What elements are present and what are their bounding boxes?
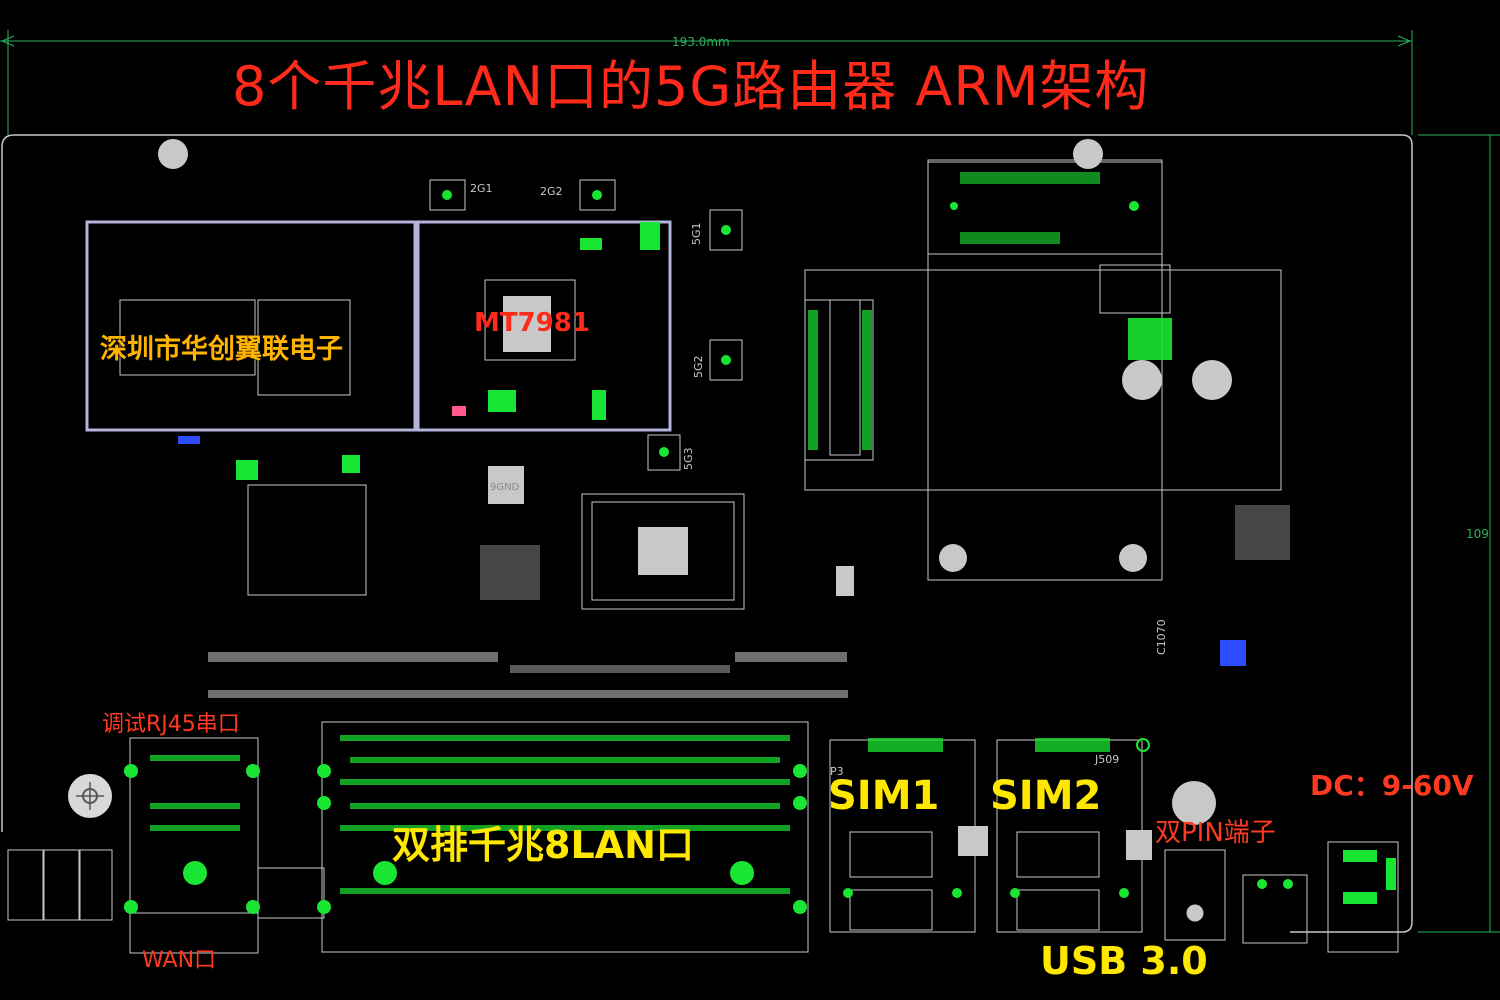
rj45-lan-block [321,721,809,953]
sim2-label: SIM2 [990,773,1102,819]
dc-label: DC：9-60V [1310,769,1474,802]
width-dimension: 193.0mm [672,35,730,49]
chip-die [638,527,688,575]
silk-p3: P3 [830,765,844,778]
dc-jack [1327,841,1399,953]
soc-die [503,296,551,352]
height-dimension: 109 [1466,527,1489,541]
silk-2g2: 2G2 [540,185,563,198]
sim1-label: SIM1 [828,773,940,819]
chip-outlines [119,279,745,610]
two-pin-label: 双PIN端子 [1155,818,1276,848]
silk-c1070: C1070 [1155,619,1168,655]
dimension-lines [0,30,1500,933]
silk-5g2: 5G2 [692,355,705,378]
screw-mount [68,774,112,818]
m2-connector-left [808,310,818,450]
shield-cans [85,220,672,432]
fpc-connector-pins [960,172,1172,360]
company-label: 深圳市华创翼联电子 [100,334,343,365]
inductor-label: 9GND [490,482,520,493]
lan-pin-rows [150,735,790,894]
silk-2g1: 2G1 [470,182,493,195]
antenna-connectors [429,179,743,471]
sim-pins [843,738,1129,898]
wan-label: WAN口 [142,948,217,973]
m2-connector-right [862,310,872,450]
lan-pins [124,764,807,914]
usb-label: USB 3.0 [1040,939,1208,983]
usb-connector [1164,849,1226,941]
small-components [178,201,1246,860]
board-outline [1,134,1413,933]
passive-arrays [208,505,1290,698]
debug-port-label: 调试RJ45串口 [102,712,240,737]
inductor [488,466,524,504]
m2-module-area [804,159,1282,581]
silk-5g1: 5G1 [690,222,703,245]
led-connectors [7,849,113,921]
two-pin-terminal [1242,874,1308,944]
lan-label: 双排千兆8LAN口 [392,823,694,867]
silk-j509: J509 [1094,753,1119,766]
soc-label: MT7981 [474,308,590,338]
rj45-debug-wan [129,737,325,954]
silk-5g3: 5G3 [682,447,695,470]
page-title: 8个千兆LAN口的5G路由器 ARM架构 [232,55,1150,118]
